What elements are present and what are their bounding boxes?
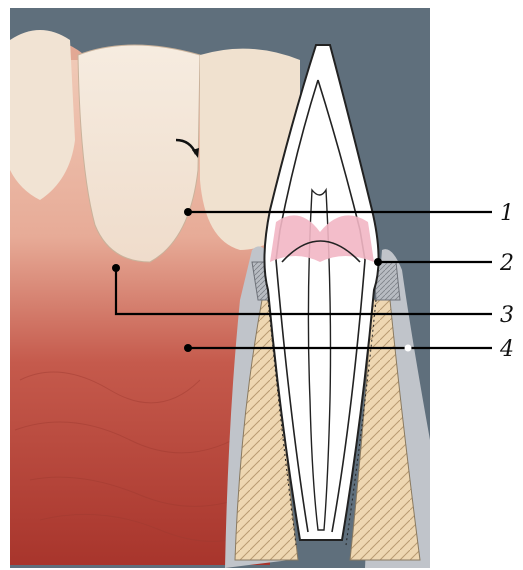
- callout-1-label: 1: [500, 201, 514, 226]
- callout-2-label: 2: [499, 251, 514, 276]
- callout-3-label: 3: [500, 303, 514, 328]
- callout-4-label: 4: [499, 337, 514, 362]
- callout-4-end-dot: [405, 345, 412, 352]
